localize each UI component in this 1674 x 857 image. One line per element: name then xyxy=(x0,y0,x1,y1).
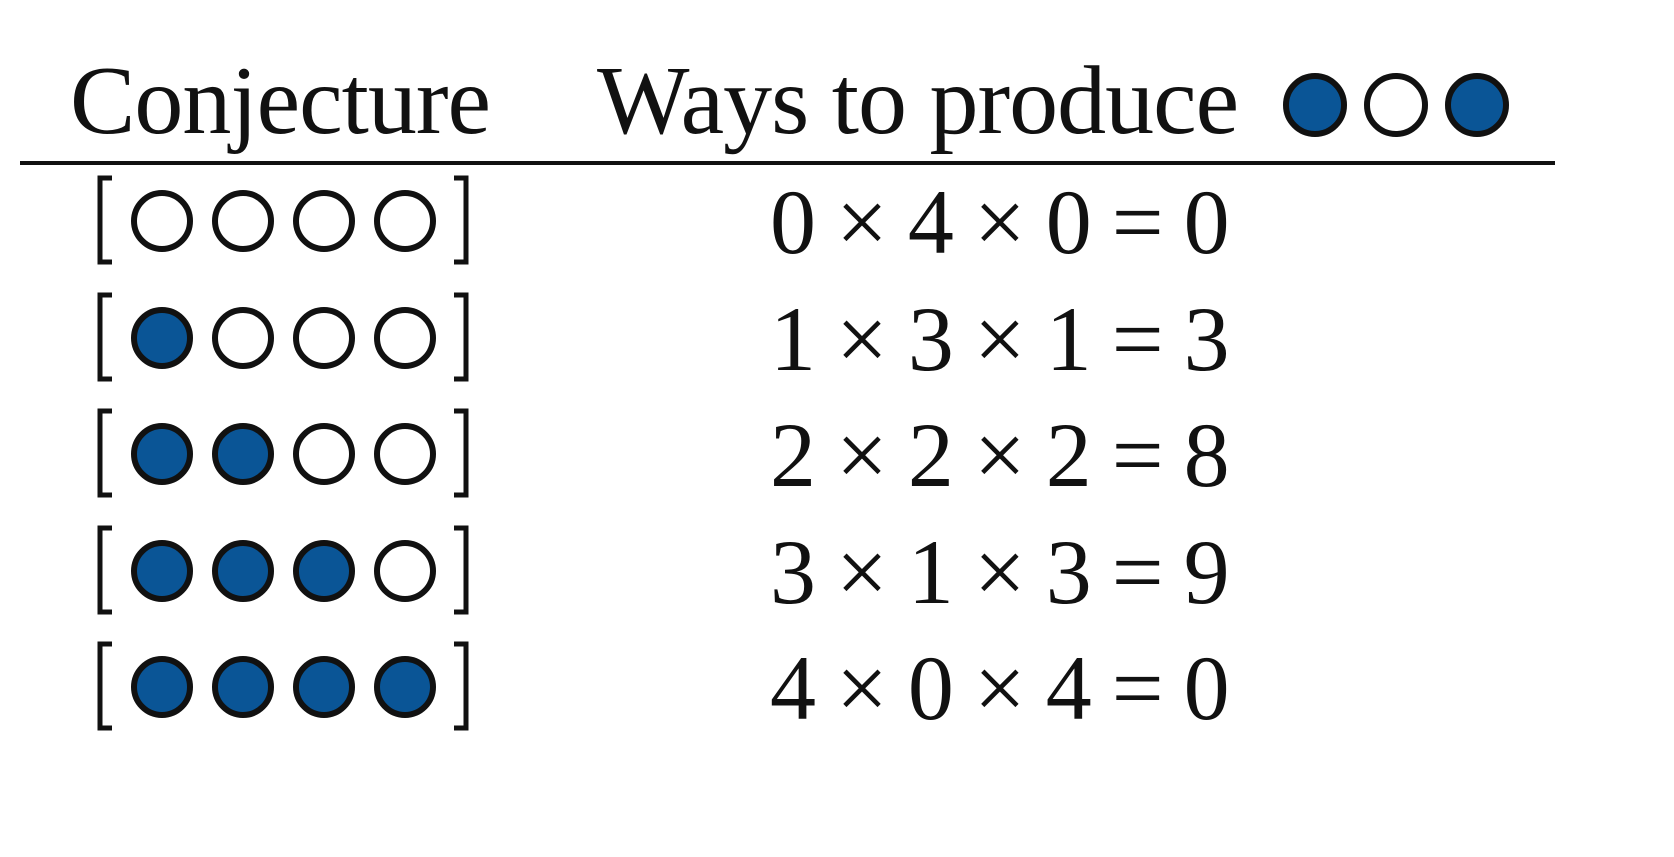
factor-left: 3 xyxy=(770,521,816,623)
times-symbol: × xyxy=(836,404,888,506)
empty-marble-icon xyxy=(293,190,355,252)
right-bracket xyxy=(454,175,469,265)
times-symbol: × xyxy=(973,404,1026,506)
empty-marble-icon xyxy=(1364,73,1428,137)
conjecture-bag xyxy=(97,641,469,731)
equals-symbol: = xyxy=(1111,288,1164,390)
empty-marble-icon xyxy=(212,307,274,369)
times-symbol: × xyxy=(836,521,888,623)
factor-middle: 3 xyxy=(907,288,954,390)
equals-symbol: = xyxy=(1111,171,1164,273)
product-result: 8 xyxy=(1183,404,1230,506)
ways-equation: 4×0×4=0 xyxy=(770,638,1350,738)
times-symbol: × xyxy=(973,521,1026,623)
times-symbol: × xyxy=(836,288,888,390)
left-bracket xyxy=(97,525,112,615)
ways-equation: 3×1×3=9 xyxy=(770,522,1350,622)
filled-marble-icon xyxy=(131,307,193,369)
product-result: 0 xyxy=(1183,171,1230,273)
empty-marble-icon xyxy=(374,307,436,369)
left-bracket xyxy=(97,408,112,498)
factor-right: 0 xyxy=(1045,171,1092,273)
factor-middle: 4 xyxy=(907,171,954,273)
factor-right: 3 xyxy=(1045,521,1092,623)
times-symbol: × xyxy=(836,637,888,739)
empty-marble-icon xyxy=(293,423,355,485)
conjecture-bag xyxy=(97,525,469,615)
empty-marble-icon xyxy=(374,423,436,485)
filled-marble-icon xyxy=(374,656,436,718)
factor-left: 4 xyxy=(770,637,816,739)
ways-equation: 0×4×0=0 xyxy=(770,172,1350,272)
times-symbol: × xyxy=(973,288,1026,390)
left-bracket xyxy=(97,641,112,731)
right-bracket xyxy=(454,292,469,382)
equals-symbol: = xyxy=(1111,521,1164,623)
empty-marble-icon xyxy=(293,307,355,369)
ways-equation: 1×3×1=3 xyxy=(770,289,1350,389)
product-result: 3 xyxy=(1183,288,1230,390)
header-rule xyxy=(20,161,1555,165)
times-symbol: × xyxy=(836,171,888,273)
conjecture-bag xyxy=(97,292,469,382)
empty-marble-icon xyxy=(374,190,436,252)
equals-symbol: = xyxy=(1111,637,1164,739)
right-bracket xyxy=(454,408,469,498)
filled-marble-icon xyxy=(1445,73,1509,137)
filled-marble-icon xyxy=(212,423,274,485)
factor-middle: 1 xyxy=(907,521,954,623)
empty-marble-icon xyxy=(374,540,436,602)
factor-right: 1 xyxy=(1045,288,1092,390)
product-result: 0 xyxy=(1183,637,1230,739)
factor-right: 4 xyxy=(1045,637,1092,739)
filled-marble-icon xyxy=(293,656,355,718)
filled-marble-icon xyxy=(293,540,355,602)
factor-middle: 0 xyxy=(907,637,954,739)
filled-marble-icon xyxy=(1283,73,1347,137)
filled-marble-icon xyxy=(131,656,193,718)
factor-right: 2 xyxy=(1045,404,1092,506)
factor-left: 1 xyxy=(770,288,816,390)
equals-symbol: = xyxy=(1111,404,1164,506)
filled-marble-icon xyxy=(212,656,274,718)
times-symbol: × xyxy=(973,637,1026,739)
factor-middle: 2 xyxy=(907,404,954,506)
header-ways-to-produce: Ways to produce xyxy=(597,47,1239,155)
filled-marble-icon xyxy=(131,423,193,485)
right-bracket xyxy=(454,525,469,615)
filled-marble-icon xyxy=(131,540,193,602)
right-bracket xyxy=(454,641,469,731)
conjecture-bag xyxy=(97,175,469,265)
ways-equation: 2×2×2=8 xyxy=(770,405,1350,505)
header-target-pattern xyxy=(1283,73,1509,137)
factor-left: 0 xyxy=(770,171,816,273)
left-bracket xyxy=(97,292,112,382)
times-symbol: × xyxy=(973,171,1026,273)
empty-marble-icon xyxy=(212,190,274,252)
factor-left: 2 xyxy=(770,404,816,506)
left-bracket xyxy=(97,175,112,265)
conjecture-bag xyxy=(97,408,469,498)
product-result: 9 xyxy=(1183,521,1230,623)
header-conjecture: Conjecture xyxy=(70,47,491,155)
empty-marble-icon xyxy=(131,190,193,252)
filled-marble-icon xyxy=(212,540,274,602)
